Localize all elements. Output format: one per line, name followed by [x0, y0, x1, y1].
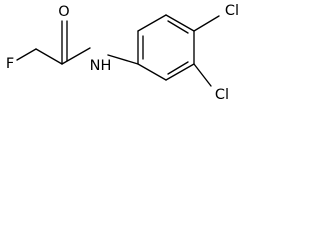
ring-bond-2 [137, 14, 167, 32]
atom-label-nitrogen: N [90, 58, 101, 74]
bond-f-ch2 [16, 48, 37, 61]
bond-ring-cl-para [193, 15, 220, 32]
bond-ch2-carbonyl [35, 48, 63, 65]
ring-double-bond-2 [167, 20, 189, 34]
atom-label-chlorine-para: Cl [225, 3, 239, 19]
bond-carbonyl-n [61, 47, 91, 65]
atom-label-oxygen: O [58, 4, 69, 20]
ring-bond-3 [165, 14, 195, 32]
bond-ring-cl-meta [193, 63, 212, 87]
bond-skeleton [16, 14, 220, 87]
atom-label-fluorine: F [6, 56, 14, 72]
atom-label-hydrogen: H [101, 58, 112, 74]
ring-bond-6 [137, 63, 167, 81]
ring-bond-5 [165, 63, 195, 81]
bond-n-ring [107, 54, 139, 65]
chemical-structure-diagram: F O N H Cl Cl [6, 3, 239, 103]
atom-label-chlorine-meta: Cl [215, 87, 229, 103]
ring-double-bond-3 [167, 61, 189, 75]
